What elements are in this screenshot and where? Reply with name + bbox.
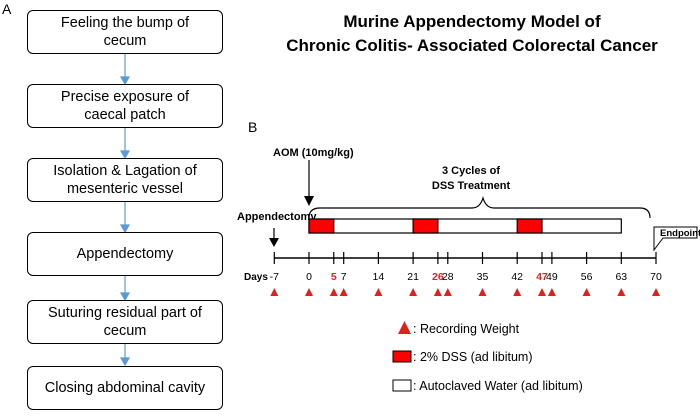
dss-period-bar-2 bbox=[412, 218, 439, 234]
panel-a-letter: A bbox=[2, 1, 12, 17]
figure-title-line2: Chronic Colitis- Associated Colorectal C… bbox=[286, 36, 658, 55]
weight-marker-49 bbox=[547, 288, 556, 296]
flow-step-3-line2: mesenteric vessel bbox=[66, 181, 184, 197]
legend-water-swatch bbox=[392, 379, 412, 392]
weight-marker-0 bbox=[305, 288, 313, 296]
figure-title: Murine Appendectomy Model of Chronic Col… bbox=[262, 10, 682, 58]
legend-weight-icon bbox=[398, 321, 411, 334]
flow-step-5-line2: cecum bbox=[103, 323, 147, 339]
flow-step-4: Appendectomy bbox=[27, 232, 223, 276]
water-period-bar bbox=[308, 218, 622, 234]
day-label-7: 7 bbox=[341, 271, 347, 283]
endpoint-label: Endpoint bbox=[660, 228, 700, 239]
flow-step-6: Closing abdominal cavity bbox=[27, 366, 223, 410]
day-label-47: 47 bbox=[536, 271, 548, 283]
aom-label: AOM (10mg/kg) bbox=[273, 147, 354, 159]
flow-step-6-line1: Closing abdominal cavity bbox=[44, 380, 206, 396]
day-label-5: 5 bbox=[331, 271, 337, 283]
flow-step-1-line1: Feeling the bump of bbox=[60, 15, 190, 31]
day-label-28: 28 bbox=[442, 271, 454, 283]
weight-marker-70 bbox=[652, 288, 660, 296]
flow-step-2-line1: Precise exposure of bbox=[60, 89, 190, 105]
day-label-21: 21 bbox=[407, 271, 419, 283]
flow-step-1: Feeling the bump of cecum bbox=[27, 10, 223, 54]
legend-dss-swatch bbox=[392, 350, 412, 363]
weight-marker--7 bbox=[270, 288, 279, 296]
weight-marker-35 bbox=[478, 288, 487, 296]
flow-step-5-line1: Suturing residual part of bbox=[48, 305, 202, 321]
panel-b-letter: B bbox=[248, 119, 258, 135]
weight-marker-5 bbox=[329, 288, 338, 296]
day-label-0: 0 bbox=[306, 271, 312, 283]
dss-period-bar-1 bbox=[308, 218, 335, 234]
weight-marker-28 bbox=[443, 288, 452, 296]
weight-marker-47 bbox=[537, 288, 546, 296]
flow-step-3: Isolation & Lagation of mesenteric vessel bbox=[27, 158, 223, 202]
days-axis-label: Days bbox=[244, 272, 268, 283]
flow-step-1-line2: cecum bbox=[103, 33, 147, 49]
flow-step-2-line2: caecal patch bbox=[84, 107, 166, 123]
flow-step-4-line1: Appendectomy bbox=[76, 246, 174, 262]
weight-marker-14 bbox=[374, 288, 383, 296]
legend-water-text: : Autoclaved Water (ad libitum) bbox=[413, 379, 583, 393]
day-label-35: 35 bbox=[477, 271, 489, 283]
day-label-26: 26 bbox=[432, 271, 444, 283]
legend-weight-text: : Recording Weight bbox=[413, 322, 520, 336]
day-label-56: 56 bbox=[581, 271, 593, 283]
flow-step-2: Precise exposure of caecal patch bbox=[27, 84, 223, 128]
weight-marker-42 bbox=[513, 288, 522, 296]
day-label-63: 63 bbox=[615, 271, 627, 283]
appendectomy-label: Appendectomy bbox=[237, 211, 317, 223]
weight-marker-56 bbox=[582, 288, 591, 296]
day-label-14: 14 bbox=[373, 271, 385, 283]
flow-step-3-line1: Isolation & Lagation of bbox=[53, 163, 197, 179]
day-label-70: 70 bbox=[650, 271, 662, 283]
weight-marker-26 bbox=[433, 288, 442, 296]
day-label-49: 49 bbox=[546, 271, 558, 283]
flow-step-5: Suturing residual part of cecum bbox=[27, 300, 223, 344]
figure-title-line1: Murine Appendectomy Model of bbox=[343, 12, 601, 31]
day-label--7: -7 bbox=[270, 271, 279, 283]
dss-label-line2: DSS Treatment bbox=[432, 180, 511, 192]
weight-marker-63 bbox=[617, 288, 626, 296]
day-label-42: 42 bbox=[511, 271, 523, 283]
legend-dss-text: : 2% DSS (ad libitum) bbox=[413, 350, 533, 364]
weight-marker-7 bbox=[339, 288, 348, 296]
weight-marker-21 bbox=[409, 288, 418, 296]
dss-label-line1: 3 Cycles of bbox=[442, 165, 500, 177]
dss-period-bar-3 bbox=[516, 218, 543, 234]
